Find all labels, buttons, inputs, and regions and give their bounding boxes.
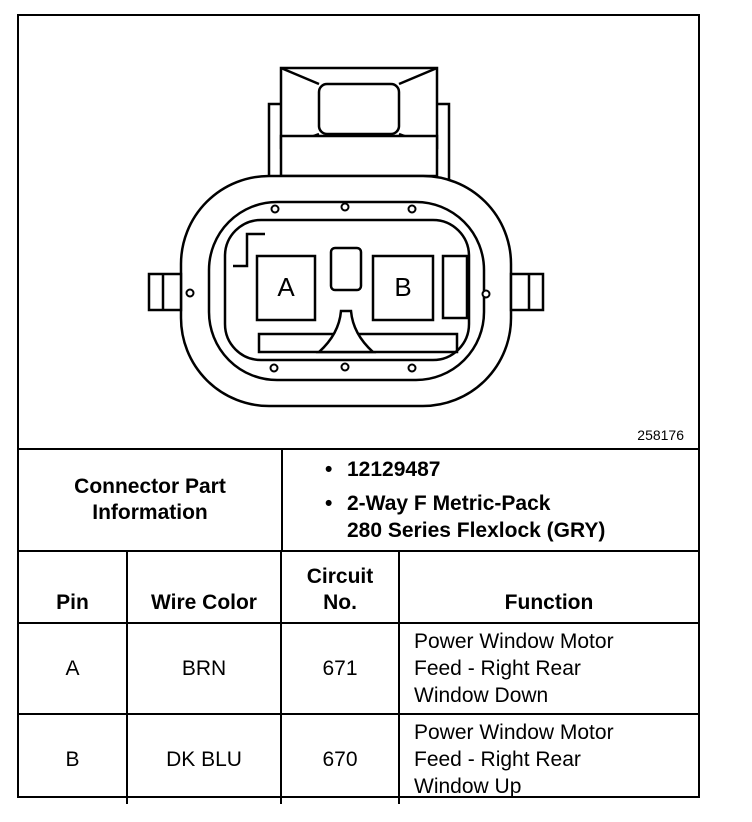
header-pin: Pin	[19, 552, 128, 624]
header-function: Function	[398, 552, 698, 624]
right-ear	[509, 272, 545, 312]
function-line: Feed - Right Rear	[414, 748, 581, 771]
part-number: 12129487	[347, 458, 441, 481]
connector-face-drawing: A B	[147, 66, 545, 408]
table-row: B DK BLU 670 Power Window Motor Feed - R…	[19, 713, 698, 804]
pin-table-header: Pin Wire Color Circuit No. Function	[19, 552, 698, 624]
bullet-marker: •	[325, 492, 333, 515]
circuit-cell: 671	[280, 622, 400, 715]
function-line: Window Down	[414, 684, 549, 707]
part-info-label: Connector Part Information	[19, 450, 283, 550]
function-line: Feed - Right Rear	[414, 657, 581, 680]
figure-number: 258176	[637, 427, 684, 443]
part-number-item: • 12129487	[325, 458, 440, 482]
header-circuit: Circuit No.	[280, 552, 400, 624]
circuit-cell: 670	[280, 713, 400, 804]
right-slot	[441, 254, 469, 320]
part-info-label-line1: Connector Part	[74, 475, 226, 498]
pin-b-label: B	[394, 272, 411, 302]
bottom-key	[315, 309, 377, 354]
header-wire-color: Wire Color	[126, 552, 282, 624]
part-info-list: • 12129487 • 2-Way F Metric-Pack 280 Ser…	[283, 450, 698, 550]
function-cell: Power Window Motor Feed - Right Rear Win…	[398, 622, 698, 715]
pin-table: Pin Wire Color Circuit No. Function A BR…	[19, 552, 698, 804]
part-info-label-line2: Information	[92, 501, 208, 524]
part-description-item: • 2-Way F Metric-Pack	[325, 492, 550, 516]
wire-color-cell: DK BLU	[126, 713, 282, 804]
center-key	[329, 246, 363, 292]
connector-diagram: A B 258176	[19, 16, 698, 450]
part-description-line1: 2-Way F Metric-Pack	[347, 492, 551, 515]
wire-color-cell: BRN	[126, 622, 282, 715]
connector-cavity-wall	[223, 218, 471, 362]
pin-cell: B	[19, 713, 128, 804]
function-cell: Power Window Motor Feed - Right Rear Win…	[398, 713, 698, 804]
pin-a-label: A	[277, 272, 295, 302]
pin-b-cavity	[371, 254, 435, 322]
latch-collar	[279, 134, 439, 178]
function-line: Window Up	[414, 775, 522, 798]
connector-sheet: A B 258176 Connector Part Information • …	[17, 14, 700, 804]
header-circuit-line1: Circuit	[306, 565, 374, 588]
latch-window	[317, 82, 401, 136]
part-description-line2: 280 Series Flexlock (GRY)	[347, 519, 606, 542]
pin-cell: A	[19, 622, 128, 715]
header-circuit-line2: No.	[323, 591, 357, 614]
connector-part-info: Connector Part Information • 12129487 • …	[19, 450, 698, 552]
pin-a-cavity	[255, 254, 317, 322]
function-line: Power Window Motor	[414, 630, 614, 653]
bullet-marker: •	[325, 458, 333, 481]
function-line: Power Window Motor	[414, 721, 614, 744]
table-row: A BRN 671 Power Window Motor Feed - Righ…	[19, 622, 698, 715]
left-ear	[147, 272, 183, 312]
